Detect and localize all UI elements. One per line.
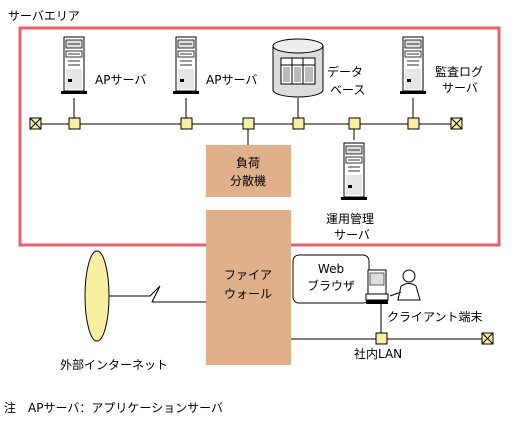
ops-server-icon: [340, 142, 368, 201]
audit-log-server-label-2: サーバ: [442, 81, 478, 95]
web-browser-label-2: ブラウザ: [307, 278, 355, 293]
client-terminal-label: クライアント端末: [387, 310, 483, 324]
connector-ap2: [180, 117, 193, 130]
ap-server-1-icon: [60, 36, 88, 95]
internal-lan-label: 社内LAN: [354, 346, 402, 361]
firewall-box: [206, 210, 291, 365]
internet-link: [109, 285, 206, 303]
internet-label: 外部インターネット: [60, 357, 168, 372]
load-balancer-label-1: 負荷: [236, 156, 260, 170]
database-icon: [272, 38, 324, 98]
audit-log-server-icon: [399, 36, 427, 95]
client-terminal-icon: [365, 269, 421, 304]
connector-db: [292, 117, 305, 130]
firewall-label-2: ウォール: [224, 287, 272, 301]
connector-audit: [407, 117, 420, 130]
ops-server-label-2: サーバ: [334, 228, 370, 242]
ap-server-2-label: APサーバ: [206, 73, 257, 87]
ap-server-2-icon: [172, 36, 200, 95]
ops-server-label-1: 運用管理: [326, 211, 374, 226]
connector-lb: [242, 117, 255, 130]
internet-ellipse: [84, 250, 110, 342]
ap-server-1-label: APサーバ: [95, 73, 146, 87]
firewall-label-1: ファイア: [224, 268, 272, 282]
web-browser-label-1: Web: [318, 262, 344, 276]
database-label-2: ベース: [330, 83, 365, 97]
footnote: 注 APサーバ：アプリケーションサーバ: [4, 400, 223, 415]
database-label-1: データ: [327, 64, 363, 79]
connector-ops: [348, 117, 361, 130]
audit-log-server-label-1: 監査ログ: [435, 64, 483, 79]
connector-ap1: [68, 117, 81, 130]
connector-client: [375, 332, 388, 345]
server-area-title: サーバエリア: [8, 9, 80, 23]
load-balancer-box: [206, 145, 291, 197]
load-balancer-label-2: 分散機: [230, 173, 266, 188]
